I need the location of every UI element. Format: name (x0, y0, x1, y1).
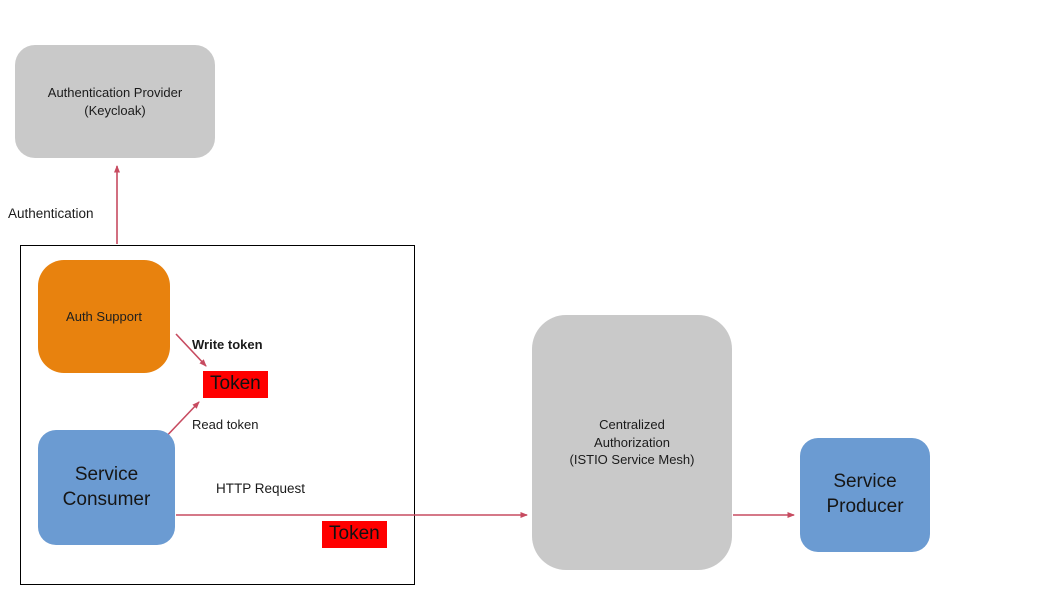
node-authentication-provider: Authentication Provider (Keycloak) (15, 45, 215, 158)
node-service-consumer: Service Consumer (38, 430, 175, 545)
token-badge-write: Token (203, 371, 268, 398)
node-service-producer-label-line1: Service (833, 471, 897, 493)
node-centralized-authorization: Centralized Authorization (ISTIO Service… (532, 315, 732, 570)
authentication-edge-label: Authentication (8, 206, 94, 221)
node-authentication-provider-label-line2: (Keycloak) (84, 102, 146, 118)
node-authentication-provider-label-line1: Authentication Provider (47, 84, 183, 100)
node-auth-support-label: Auth Support (66, 308, 142, 324)
node-centralized-authorization-label-line1: Centralized (599, 417, 665, 433)
write-token-edge-label: Write token (192, 337, 263, 352)
token-badge-request: Token (322, 521, 387, 548)
node-service-consumer-label-line2: Consumer (62, 488, 151, 510)
node-centralized-authorization-label-line3: (ISTIO Service Mesh) (569, 452, 695, 468)
consumer-system-boundary (20, 245, 415, 585)
node-service-producer-label-line2: Producer (826, 496, 904, 517)
read-token-edge-label: Read token (192, 417, 259, 432)
node-auth-support: Auth Support (38, 260, 170, 373)
http-request-edge-label: HTTP Request (216, 481, 306, 496)
node-service-consumer-label-line1: Service (74, 463, 139, 485)
node-service-producer: Service Producer (800, 438, 930, 552)
node-centralized-authorization-label-line2: Authorization (594, 434, 670, 450)
